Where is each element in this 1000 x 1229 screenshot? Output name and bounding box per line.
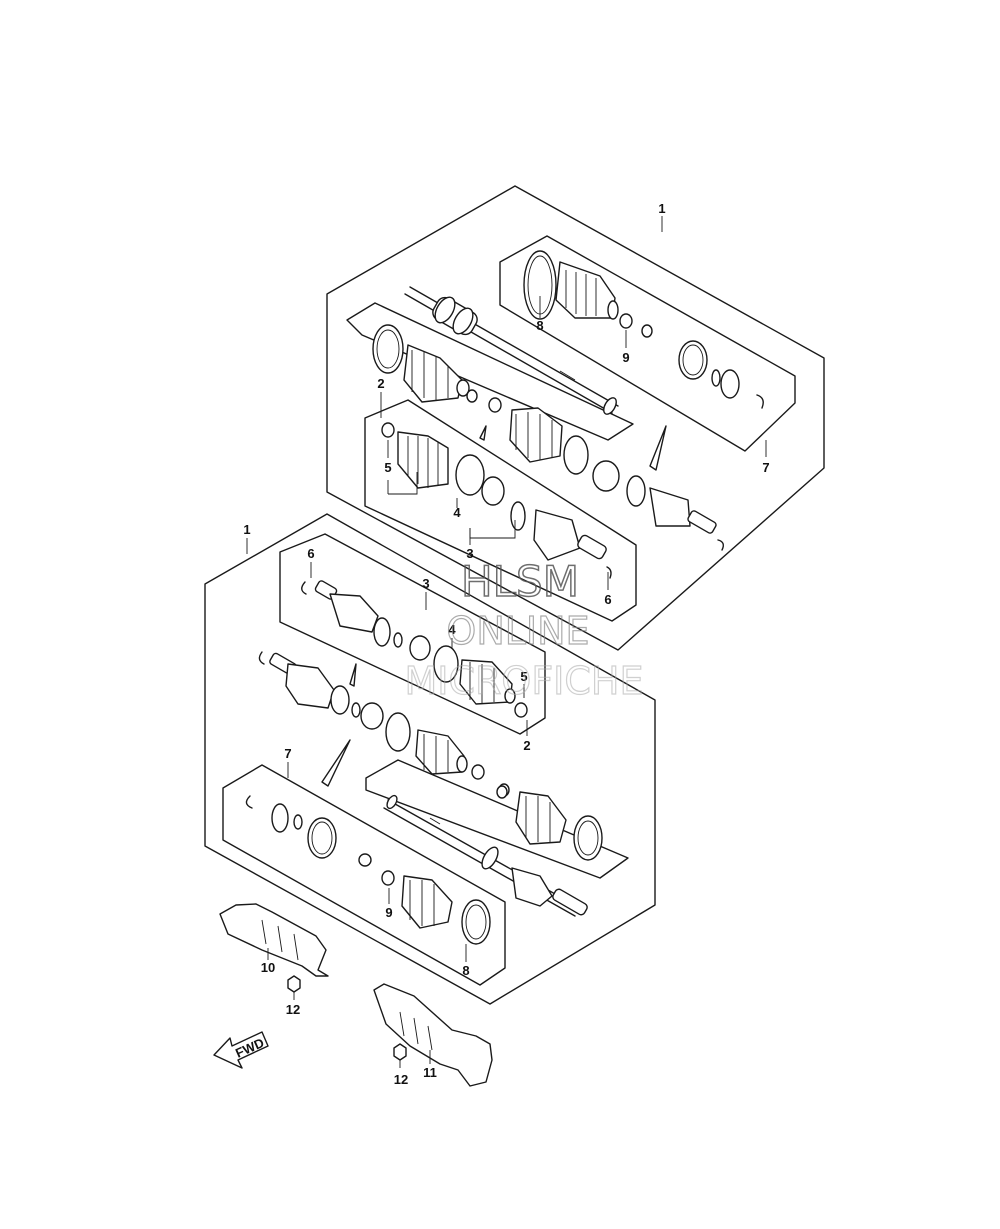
upper-outer-joint bbox=[488, 397, 725, 551]
lower-group-outline bbox=[204, 513, 656, 1005]
lower-outer-joint bbox=[258, 651, 510, 797]
lower-shaft-boot bbox=[496, 785, 603, 861]
fwd-label: FWD bbox=[233, 1035, 266, 1061]
callout-4-top: 4 bbox=[453, 505, 461, 520]
callout-8-top: 8 bbox=[536, 318, 543, 333]
callout-4-bottom: 4 bbox=[448, 622, 456, 637]
watermark-line-1: HLSM bbox=[461, 557, 579, 606]
callout-1-top: 1 bbox=[658, 201, 665, 216]
bolt-12-b bbox=[393, 1043, 407, 1068]
callout-2-bottom: 2 bbox=[523, 738, 530, 753]
upper-subgroup-3-parts bbox=[381, 422, 612, 579]
upper-subgroup-2-frame bbox=[346, 302, 634, 441]
watermark: HLSM ONLINE MICROFICHE bbox=[404, 556, 644, 703]
upper-inner-boot bbox=[372, 324, 478, 403]
upper-arrow-mark-1 bbox=[479, 425, 487, 441]
callout-9-bottom: 9 bbox=[385, 905, 392, 920]
lower-axle-shaft bbox=[383, 794, 588, 917]
callout-12-a: 12 bbox=[286, 1002, 300, 1017]
lower-leaders bbox=[246, 538, 528, 962]
upper-subgroup-7-frame bbox=[499, 235, 796, 452]
callout-7-top: 7 bbox=[762, 460, 769, 475]
callout-10: 10 bbox=[261, 960, 275, 975]
callout-11: 11 bbox=[423, 1065, 437, 1080]
watermark-line-3: MICROFICHE bbox=[404, 659, 643, 703]
upper-leaders bbox=[380, 216, 767, 590]
callout-9-top: 9 bbox=[622, 350, 629, 365]
callout-8-bottom: 8 bbox=[462, 963, 469, 978]
upper-axle-shaft bbox=[404, 286, 619, 415]
lower-subgroup-3-frame bbox=[279, 533, 546, 735]
callout-6-bottom: 6 bbox=[307, 546, 314, 561]
callout-1-bottom: 1 bbox=[243, 522, 250, 537]
fwd-arrow-icon: FWD bbox=[213, 1031, 269, 1069]
bolt-12-a bbox=[287, 975, 301, 1000]
lower-assembly: 1 6 3 4 5 2 7 9 8 bbox=[204, 513, 656, 1005]
lower-subgroup-7-parts bbox=[245, 795, 491, 945]
upper-subgroup-3-frame bbox=[364, 399, 637, 622]
callout-5-bottom: 5 bbox=[520, 669, 527, 684]
lower-subgroup-3-parts bbox=[301, 580, 528, 718]
heat-shield-11 bbox=[373, 983, 493, 1087]
lower-subgroup-7-frame bbox=[222, 764, 506, 986]
callout-3-top: 3 bbox=[466, 546, 473, 561]
heat-shield-10 bbox=[219, 903, 329, 977]
lower-shaft-frame bbox=[365, 759, 629, 879]
upper-arrow-mark-2 bbox=[649, 425, 667, 471]
callout-5-top: 5 bbox=[384, 460, 391, 475]
callout-3-bottom: 3 bbox=[422, 576, 429, 591]
callout-12-b: 12 bbox=[394, 1072, 408, 1087]
callout-6-top: 6 bbox=[604, 592, 611, 607]
lower-arrow-mark-2 bbox=[321, 739, 351, 787]
lower-arrow-mark-1 bbox=[349, 663, 357, 687]
upper-group-outline bbox=[326, 185, 825, 651]
callout-2-top: 2 bbox=[377, 376, 384, 391]
callout-7-bottom: 7 bbox=[284, 746, 291, 761]
upper-assembly: 1 8 9 7 2 5 4 3 6 bbox=[326, 185, 825, 651]
upper-outer-boot bbox=[523, 250, 764, 409]
watermark-line-2: ONLINE bbox=[446, 609, 589, 653]
